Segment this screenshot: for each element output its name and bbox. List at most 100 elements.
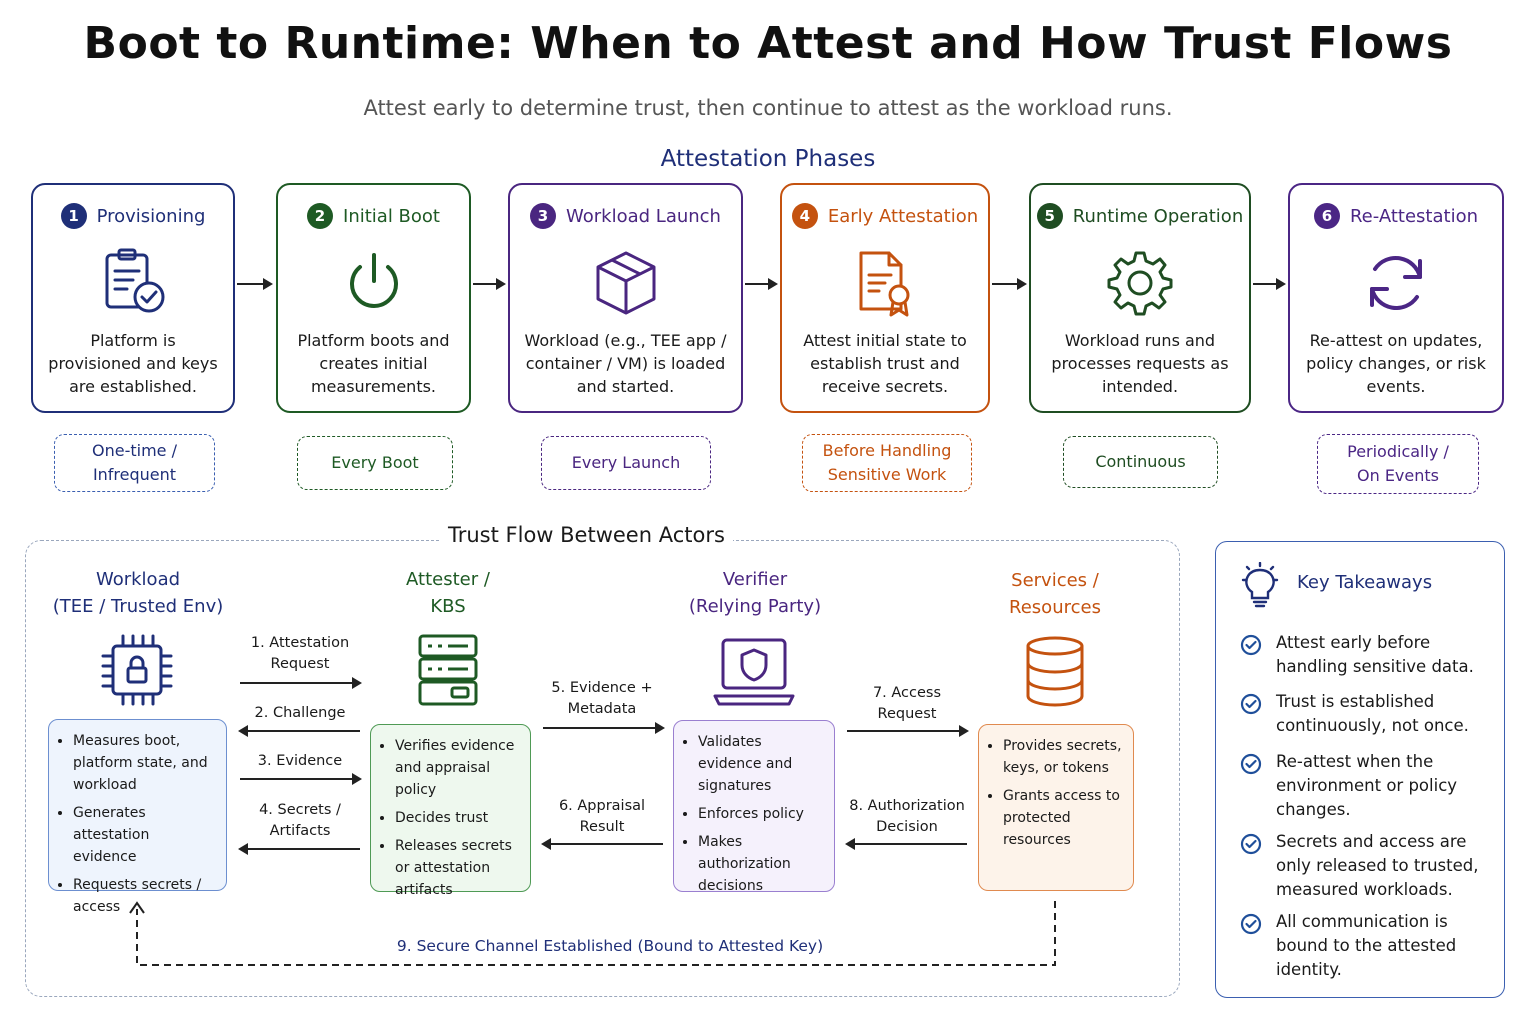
message-label-7: 7. Access Request xyxy=(872,685,942,722)
message-arrow-2 xyxy=(238,725,360,737)
message-label-6: 6. Appraisal Result xyxy=(558,798,646,835)
phase-number: 1 xyxy=(60,203,87,229)
takeaway-text: Attest early before handling sensitive d… xyxy=(1276,633,1474,676)
frequency-badge: Before Handling Sensitive Work xyxy=(802,434,972,492)
phase-number: 5 xyxy=(1036,203,1063,229)
phase-header: 3 Workload Launch xyxy=(510,203,741,229)
phase-name: Provisioning xyxy=(96,205,206,227)
message-label-8: 8. Authorization Decision xyxy=(849,798,965,835)
responsibility-item: Makes authorization decisions xyxy=(698,831,824,897)
server-icon xyxy=(418,634,478,706)
phase-name: Early Attestation xyxy=(827,205,979,227)
laptop-shield-icon xyxy=(713,638,795,706)
frequency-badge: Every Launch xyxy=(541,436,711,490)
message-label-1: 1. Attestation Request xyxy=(250,635,350,672)
message-label-3: 3. Evidence xyxy=(257,753,343,769)
check-circle-icon xyxy=(1240,693,1262,715)
responsibility-item: Decides trust xyxy=(395,807,520,829)
message-label-4: 4. Secrets / Artifacts xyxy=(259,802,341,839)
check-circle-icon xyxy=(1240,833,1262,855)
certificate-icon xyxy=(859,251,910,317)
takeaway-text: Re-attest when the environment or policy… xyxy=(1276,752,1458,819)
phases-heading: Attestation Phases xyxy=(660,146,876,172)
page-title: Boot to Runtime: When to Attest and How … xyxy=(83,18,1453,69)
phase-number: 4 xyxy=(791,203,818,229)
message-label-5: 5. Evidence + Metadata xyxy=(551,680,653,717)
phase-header: 5 Runtime Operation xyxy=(1031,203,1249,229)
message-label-2: 2. Challenge xyxy=(254,705,346,721)
responsibility-item: Verifies evidence and appraisal policy xyxy=(395,735,520,801)
frequency-badge: Periodically / On Events xyxy=(1317,434,1479,494)
phase-description: Attest initial state to establish trust … xyxy=(803,331,967,396)
frequency-badge: Continuous xyxy=(1063,436,1218,488)
responsibility-item: Provides secrets, keys, or tokens xyxy=(1003,735,1123,779)
responsibility-item: Measures boot, platform state, and workl… xyxy=(73,730,216,796)
takeaway-item: All communication is bound to the attest… xyxy=(1240,910,1495,982)
phase-card-re-attestation: 6 Re-Attestation Re-attest on updates, p… xyxy=(1288,183,1504,413)
check-circle-icon xyxy=(1240,753,1262,775)
phase-header: 6 Re-Attestation xyxy=(1290,203,1502,229)
takeaway-item: Re-attest when the environment or policy… xyxy=(1240,750,1495,822)
trust-flow-heading: Trust Flow Between Actors xyxy=(440,523,733,547)
package-icon xyxy=(596,251,655,315)
actor-responsibilities-attester: Verifies evidence and appraisal policy D… xyxy=(370,724,531,898)
phase-card-initial-boot: 2 Initial Boot Platform boots and create… xyxy=(276,183,471,413)
responsibility-item: Generates attestation evidence xyxy=(73,802,216,868)
actor-name-verifier: Verifier (Relying Party) xyxy=(688,569,822,617)
phase-description: Workload runs and processes requests as … xyxy=(1051,331,1229,396)
phase-card-early-attestation: 4 Early Attestation Attest initial state… xyxy=(780,183,990,413)
takeaway-text: All communication is bound to the attest… xyxy=(1276,912,1457,979)
takeaway-item: Trust is established continuously, not o… xyxy=(1240,690,1495,738)
phase-description: Platform boots and creates initial measu… xyxy=(297,331,450,396)
secure-channel-path xyxy=(129,901,1056,966)
gear-icon xyxy=(1107,251,1173,316)
message-arrow-1 xyxy=(240,677,362,689)
power-icon xyxy=(349,253,398,308)
phase-name: Re-Attestation xyxy=(1349,205,1478,227)
check-circle-icon xyxy=(1240,913,1262,935)
phase-header: 4 Early Attestation xyxy=(782,203,988,229)
actor-responsibilities-verifier: Validates evidence and signatures Enforc… xyxy=(673,720,835,894)
key-takeaways-title: Key Takeaways xyxy=(1297,572,1433,593)
takeaway-text: Trust is established continuously, not o… xyxy=(1276,692,1469,735)
clipboard-check-icon xyxy=(105,248,165,313)
responsibility-item: Requests secrets / access xyxy=(73,874,216,918)
phase-card-provisioning: 1 Provisioning Platform is provisioned a… xyxy=(31,183,235,413)
phase-card-runtime-operation: 5 Runtime Operation Workload runs and pr… xyxy=(1029,183,1251,413)
message-arrow-7 xyxy=(847,725,969,737)
phase-arrow xyxy=(992,278,1027,290)
refresh-icon xyxy=(1370,255,1422,311)
key-takeaways-panel xyxy=(1215,541,1505,998)
actor-responsibilities-workload: Measures boot, platform state, and workl… xyxy=(48,719,227,915)
frequency-badge: One-time / Infrequent xyxy=(54,434,215,492)
phase-description: Re-attest on updates, policy changes, or… xyxy=(1306,331,1486,396)
phase-number: 6 xyxy=(1313,203,1340,229)
lightbulb-icon xyxy=(1241,562,1279,608)
phase-header: 1 Provisioning xyxy=(33,203,233,229)
actor-name-services: Services / Resources xyxy=(1009,570,1101,618)
actor-name-workload: Workload (TEE / Trusted Env) xyxy=(52,569,224,617)
responsibility-item: Grants access to protected resources xyxy=(1003,785,1123,851)
message-label-9: 9. Secure Channel Established (Bound to … xyxy=(330,936,890,957)
phase-card-workload-launch: 3 Workload Launch Workload (e.g., TEE ap… xyxy=(508,183,743,413)
phase-name: Workload Launch xyxy=(566,205,721,227)
phase-number: 3 xyxy=(530,203,557,229)
database-icon xyxy=(1026,636,1084,707)
frequency-badge: Every Boot xyxy=(297,436,453,490)
phase-name: Initial Boot xyxy=(343,205,440,227)
phase-description: Platform is provisioned and keys are est… xyxy=(48,331,218,396)
message-arrow-4 xyxy=(238,843,360,855)
actor-responsibilities-services: Provides secrets, keys, or tokens Grants… xyxy=(978,724,1134,891)
phase-arrow xyxy=(1253,278,1286,290)
responsibility-item: Enforces policy xyxy=(698,803,824,825)
actor-name-attester: Attester / KBS xyxy=(406,569,490,617)
message-arrow-5 xyxy=(543,722,665,734)
check-circle-icon xyxy=(1240,634,1262,656)
responsibility-item: Validates evidence and signatures xyxy=(698,731,824,797)
responsibility-item: Releases secrets or attestation artifact… xyxy=(395,835,520,901)
phase-arrow xyxy=(237,278,273,290)
phase-arrow xyxy=(473,278,506,290)
takeaway-text: Secrets and access are only released to … xyxy=(1276,832,1479,899)
phase-description: Workload (e.g., TEE app / container / VM… xyxy=(524,331,727,396)
message-arrow-3 xyxy=(240,773,362,785)
